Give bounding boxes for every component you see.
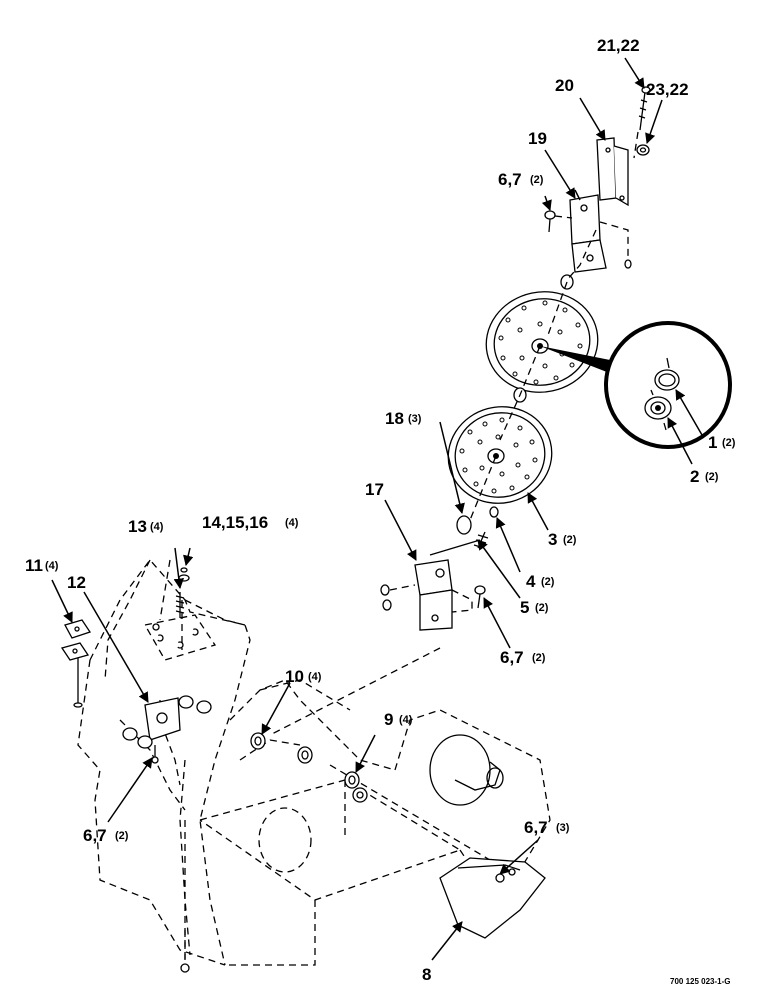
callout-6-7-shield-qty: (3) [556,822,570,834]
sheave-upper [485,291,599,393]
bearings-9 [344,771,368,803]
callout-6-7-left: 6,7 [83,826,107,845]
callout-6-7-lower: 6,7 [500,648,524,667]
callout-9: 9 [384,710,393,729]
bottom-bolt [180,930,190,973]
callout-21-22: 21,22 [597,36,640,55]
spindle-hub [429,734,504,806]
callout-13: 13 [128,517,147,536]
callout-2: 2 [690,467,699,486]
callout-6-7-upper-qty: (2) [530,174,544,186]
leader-lines [51,57,703,961]
bearing-bracket-left [73,650,212,764]
lower-bracket [380,539,481,631]
spring-bolt-5 [473,506,499,549]
sleeve [456,515,472,535]
drawing-number: 700 125 023-1-G [670,977,731,986]
callout-14-15-16-qty: (4) [285,517,299,529]
callout-23-22: 23,22 [646,80,689,99]
upper-bracket [569,194,632,273]
snap-ring [654,369,680,391]
callout-17: 17 [365,480,384,499]
callout-6-7-shield: 6,7 [524,818,548,837]
callout-8: 8 [422,965,431,984]
shim-plates [60,619,92,661]
callout-6-7-lower-qty: (2) [532,652,546,664]
callout-4-qty: (2) [541,576,555,588]
bolt-upper [544,210,573,233]
callout-6-7-left-qty: (2) [115,830,129,842]
upper-plate [596,137,629,207]
callout-18-qty: (3) [408,413,422,425]
callout-6-7-upper: 6,7 [498,170,522,189]
callout-5: 5 [520,598,529,617]
callout-5-qty: (2) [535,602,549,614]
spring-bolt [175,592,185,618]
callout-2-qty: (2) [705,471,719,483]
callout-1: 1 [708,433,717,452]
bolt-lower [474,585,486,609]
callout-18: 18 [385,409,404,428]
callout-20: 20 [555,76,574,95]
callout-11-qty: (4) [45,560,59,572]
callout-3-qty: (2) [563,534,577,546]
callout-12: 12 [67,573,86,592]
callout-labels: 1 (2) 2 (2) 3 (2) 4 (2) 5 (2) 6,7 (2) 6,… [25,36,736,984]
callout-14-15-16: 14,15,16 [202,513,268,532]
shield-cover [439,857,546,939]
callout-1-qty: (2) [722,437,736,449]
callout-10-qty: (4) [308,671,322,683]
sheave-lower [447,406,553,504]
callout-9-qty: (4) [399,714,413,726]
nut-23 [636,144,650,156]
callout-19: 19 [528,129,547,148]
callout-4: 4 [526,572,536,591]
callout-10: 10 [285,667,304,686]
callout-11: 11 [25,556,43,575]
callout-3: 3 [548,530,557,549]
nut-washer [178,567,190,582]
callout-13-qty: (4) [150,521,164,533]
bearings-10 [250,732,313,764]
detail-callout [540,321,732,449]
